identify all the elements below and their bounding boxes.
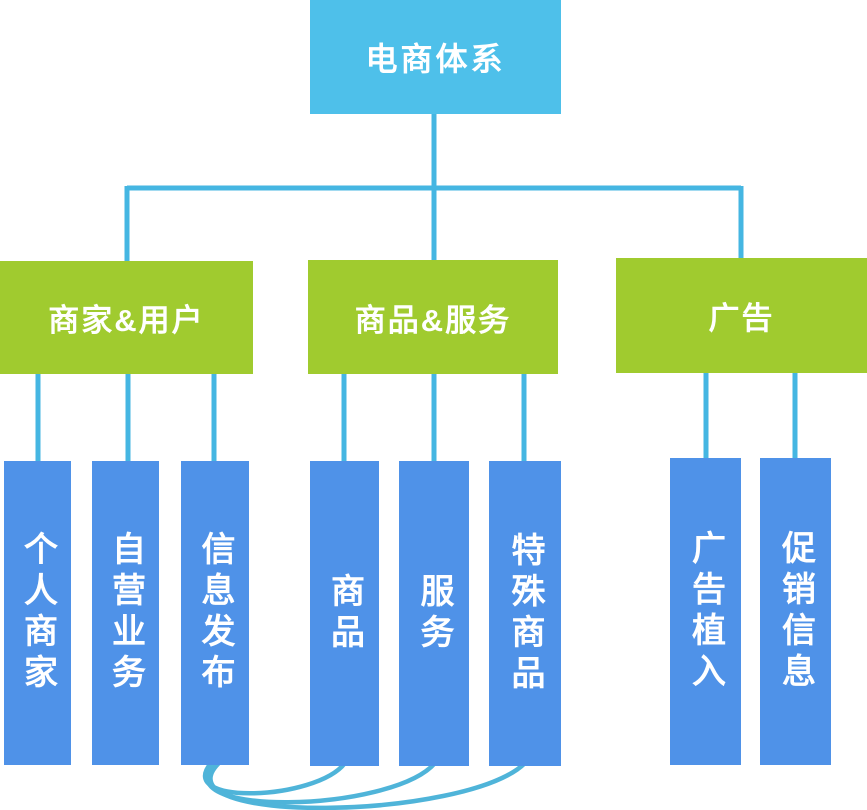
node-label: 个人商家	[18, 531, 57, 695]
node-products: 商品	[310, 461, 379, 766]
node-label: 广告植入	[686, 529, 725, 694]
node-label: 商家&用户	[48, 303, 205, 338]
node-label: 广告	[708, 301, 775, 336]
node-label: 特殊商品	[506, 531, 544, 696]
node-self-operated-business: 自营业务	[92, 461, 159, 765]
node-label: 电商体系	[365, 41, 506, 77]
bottom-curve-2	[205, 759, 438, 805]
node-promo-info: 促销信息	[760, 458, 831, 765]
node-individual-merchant: 个人商家	[4, 461, 71, 765]
node-advertising: 广告	[616, 258, 867, 373]
node-ad-placement: 广告植入	[670, 458, 741, 765]
bottom-curve-3	[208, 759, 528, 810]
node-special-products: 特殊商品	[489, 461, 561, 766]
node-merchants-users: 商家&用户	[0, 261, 253, 374]
node-services: 服务	[399, 461, 469, 766]
node-ecommerce-system: 电商体系	[310, 0, 561, 114]
bottom-curve-1	[202, 759, 348, 796]
node-label: 商品&服务	[354, 302, 512, 338]
node-label: 促销信息	[776, 529, 815, 694]
node-label: 服务	[415, 572, 453, 655]
node-label: 信息发布	[196, 531, 234, 695]
node-info-publishing: 信息发布	[181, 461, 249, 765]
node-products-services: 商品&服务	[308, 260, 558, 374]
node-label: 自营业务	[106, 531, 145, 695]
node-label: 商品	[325, 572, 364, 655]
